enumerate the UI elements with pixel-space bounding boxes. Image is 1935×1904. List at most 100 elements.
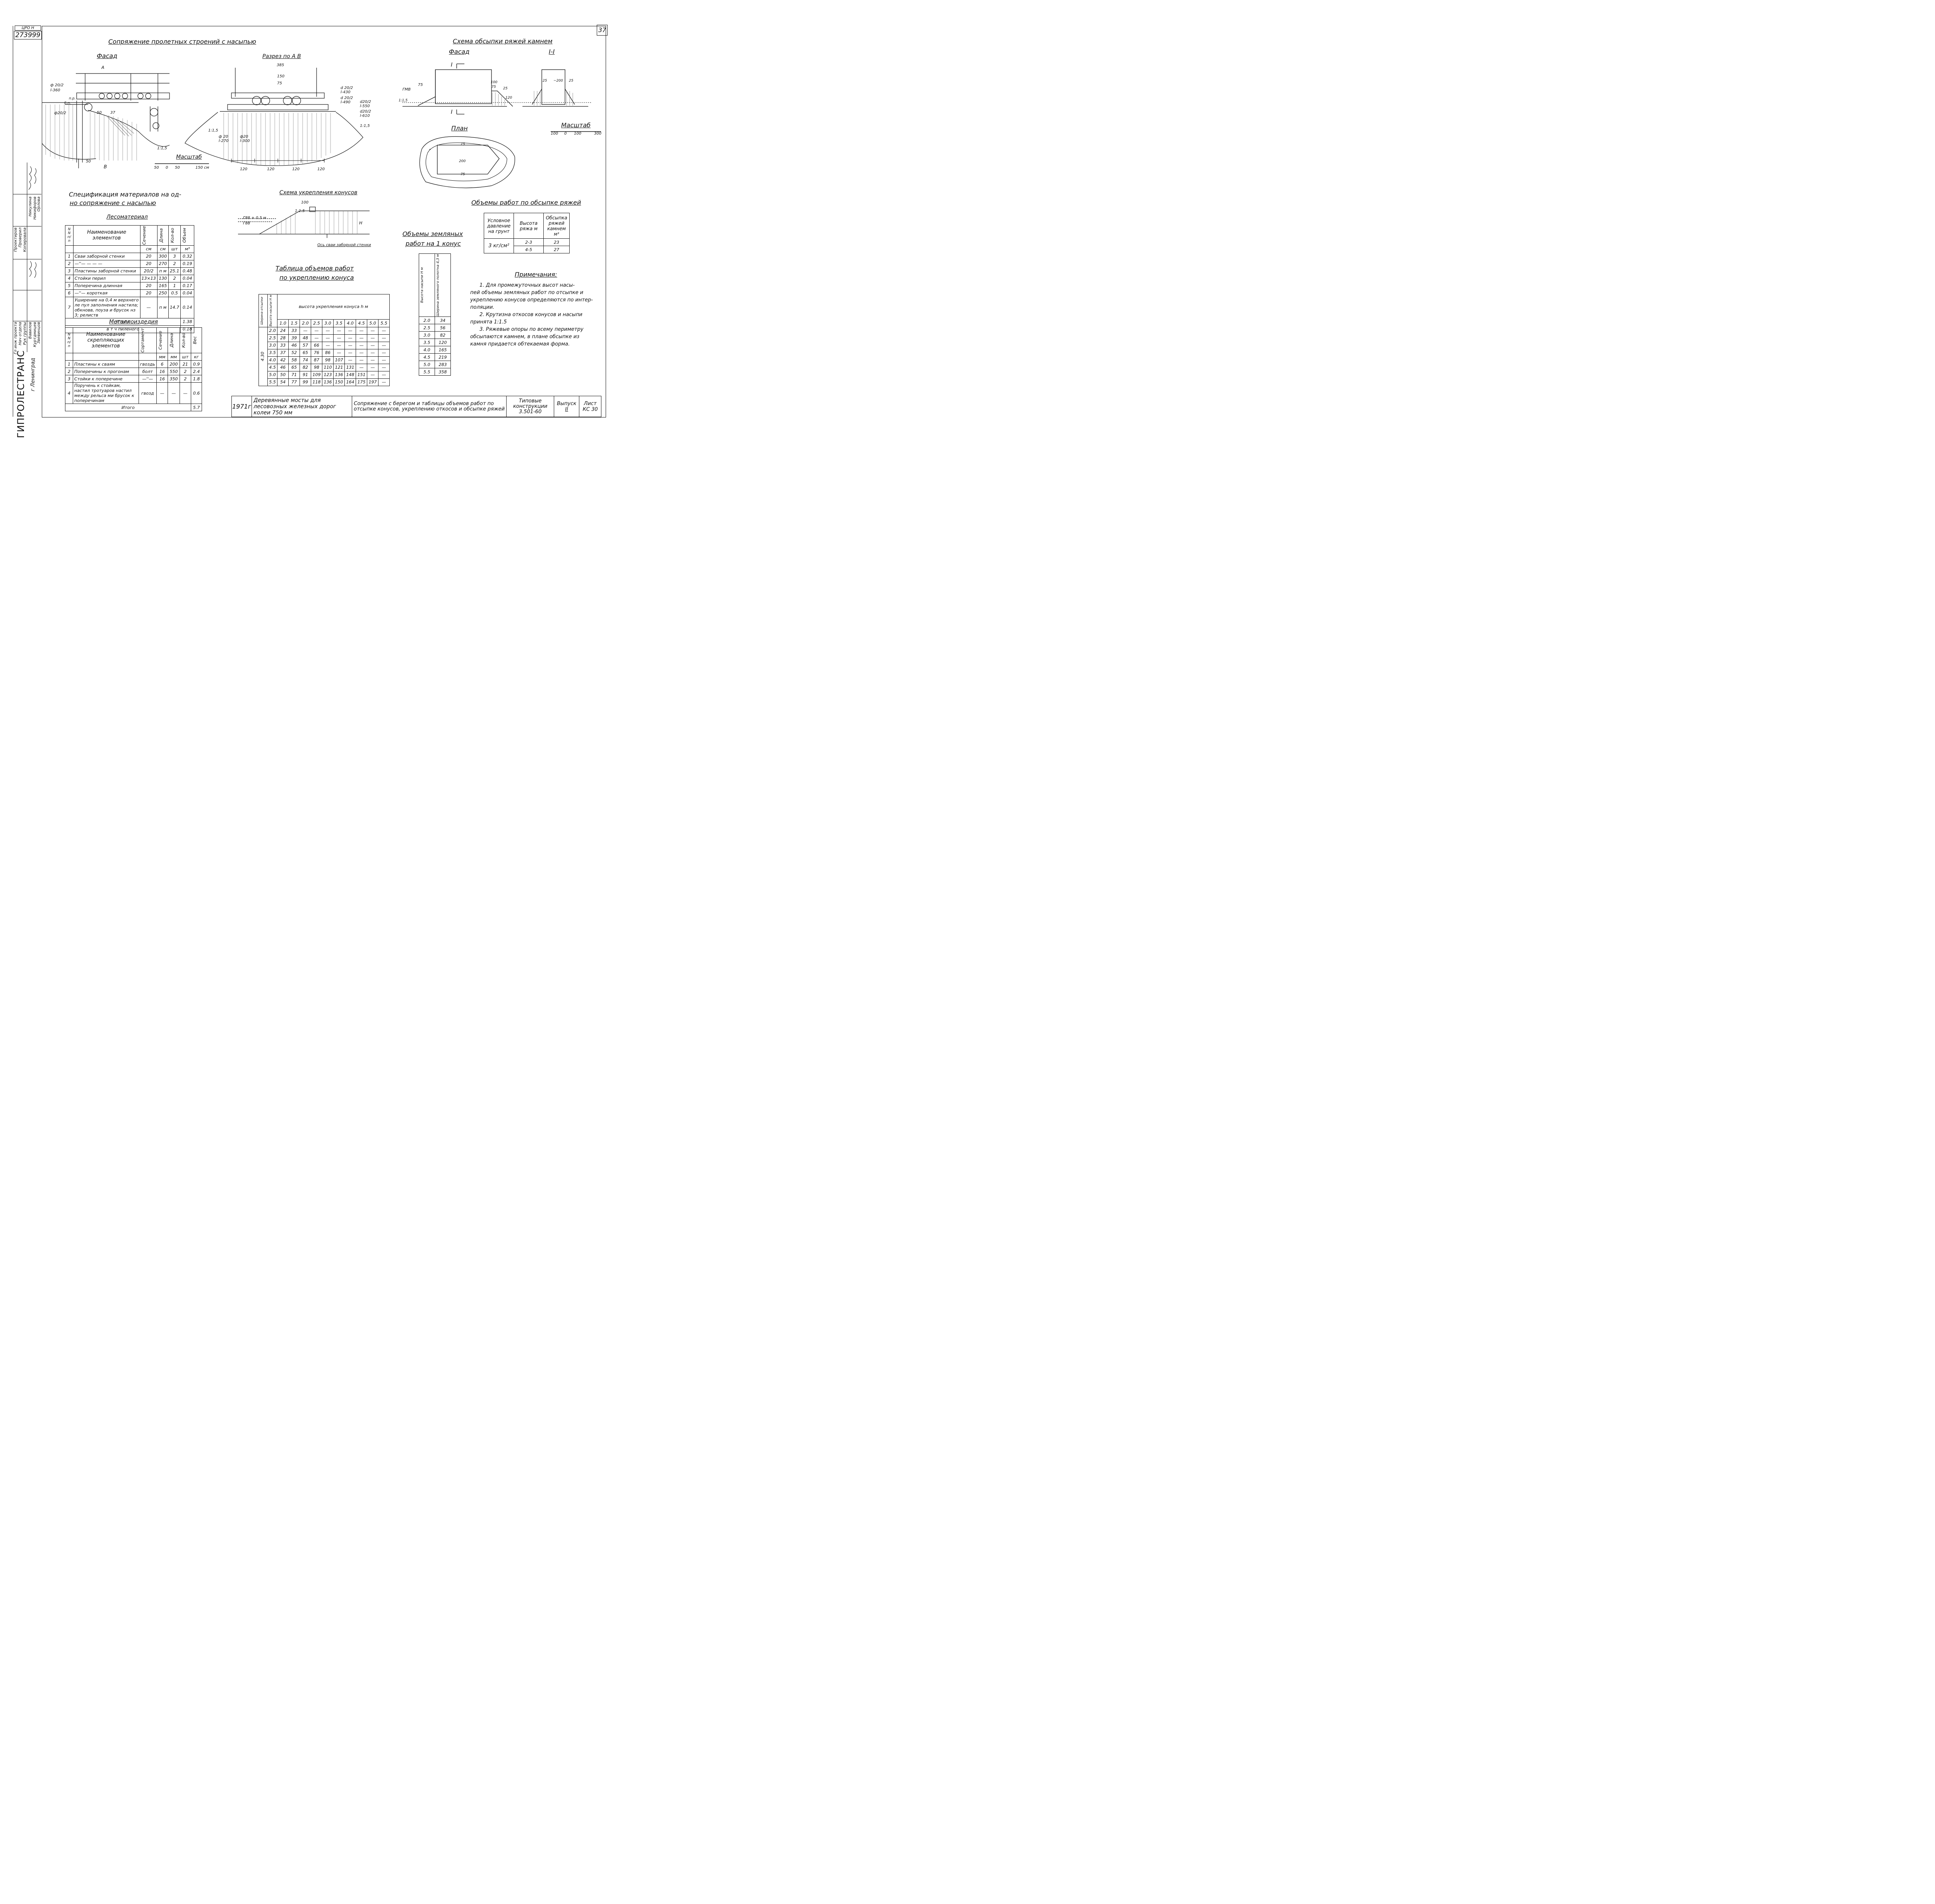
cone-mark-g88: Г88	[243, 221, 250, 226]
cone-col: 3.0	[322, 319, 334, 327]
facade-slope-hatch	[107, 116, 134, 137]
right-scale-label: Масштаб	[561, 121, 591, 129]
role-head: Нач отдела	[18, 322, 22, 346]
archive-label: ЦРО Н	[15, 26, 41, 31]
metal-table: N N п/п Наименование скрепляющих элемент…	[65, 327, 202, 412]
name-3: Звевинцов	[37, 322, 41, 344]
mark-bp: б.п.	[64, 101, 71, 105]
plan-drawing	[419, 136, 515, 188]
cut-mark-top: I	[451, 62, 453, 68]
role-copier: Копировала	[23, 228, 27, 252]
mark-slope-right: 1:1,5	[360, 124, 370, 128]
dim-120-3: 120	[292, 167, 300, 171]
rmark-gmv: ГМВ	[402, 87, 411, 92]
left-drawing	[42, 68, 363, 168]
section-label: Разрез по А В	[262, 53, 301, 60]
scale-left-t3: 50	[175, 166, 180, 170]
metal-total-label: Итого	[65, 404, 191, 412]
cone-table-title-2: по укреплению конуса	[279, 274, 354, 281]
dim-150: 150	[277, 74, 285, 79]
rmark-75b: 75	[491, 85, 496, 89]
org-name: ГИПРОЛЕСТРАНС	[15, 350, 26, 438]
role-chief: Гл инж проекта	[14, 322, 18, 354]
metal-title: Металлоиздедия	[109, 319, 158, 325]
scale-left-t4: 150 см	[195, 166, 209, 170]
rmark-120: 120	[505, 96, 512, 100]
cone-mark-H: H	[359, 221, 363, 226]
scale-right-t3: 100	[574, 132, 582, 136]
plan-label: План	[451, 125, 468, 132]
crib-title: Объемы работ по обсыпке ряжей	[471, 199, 581, 206]
scale-right-t1: 100	[551, 132, 558, 136]
cone-col: 1.5	[288, 319, 300, 327]
cone-table: Ширина отсыпки Высота насыпи Н м высота …	[259, 294, 390, 386]
sheet-number: 37	[597, 25, 608, 36]
dim-385: 385	[277, 63, 284, 67]
crib-table: Условное давление на грунт Высота ряжа м…	[484, 213, 570, 253]
cone-col: 5.0	[367, 319, 378, 327]
right-cut-label: I-I	[549, 48, 555, 55]
rmark-25-right: 25	[569, 79, 574, 83]
rmark-100: 100	[491, 80, 498, 84]
plan-mark-75-bottom: 75	[461, 173, 465, 176]
mark-f20-1: ф 20/2	[50, 83, 64, 87]
notes-body: 1. Для промежуточных высот насы- пей объ…	[470, 282, 593, 347]
earth-table: Высота насыпи Н м Ширина земляного полот…	[419, 253, 451, 376]
role-designer: Проектиров	[14, 228, 18, 252]
cone-title: Схема укрепления конусов	[279, 190, 358, 196]
mark-50: 50	[97, 111, 102, 115]
metal-total: 5.7	[190, 404, 202, 412]
dim-120-4: 120	[317, 167, 325, 171]
dim-120-1: 120	[240, 167, 248, 171]
plan-mark-75-top: 75	[461, 142, 465, 146]
right-drawing	[402, 63, 592, 115]
plan-mark-200: 200	[459, 159, 466, 163]
name-vavilov: Вавилов	[28, 322, 33, 339]
scale-right-t2: 0	[564, 132, 567, 136]
mark-A: А	[101, 65, 104, 70]
left-section-title: Сопряжение пролетных строений с насыпью	[108, 38, 256, 45]
mark-37: 37	[110, 111, 115, 115]
mark-B: В	[104, 164, 107, 169]
cone-mark-axis: Ось сваи заборной стенки	[317, 243, 371, 247]
cone-col: 2.5	[311, 319, 322, 327]
tb-sheet-title: Сопряжение с берегом и таблицы объемов р…	[352, 396, 507, 417]
notes-title: Примечания:	[515, 271, 557, 278]
rmark-25-left: 25	[543, 79, 547, 83]
cone-mark-100: 100	[301, 200, 309, 205]
timber-total: 1.38	[180, 318, 194, 326]
crib-pressure: 3 кг/см²	[484, 238, 514, 253]
facade-label: Фасад	[97, 52, 118, 60]
title-block: 1971г Деревянные мосты для лесовозных же…	[231, 396, 602, 417]
spec-title-1: Спецификация материалов на од-	[69, 191, 182, 198]
section-drawing	[185, 68, 363, 166]
role-checker: Проверил	[18, 228, 22, 248]
cut-mark-bottom: I	[451, 109, 453, 115]
earth-title-2: работ на 1 конус	[406, 240, 461, 247]
scale-label-left: Масштаб	[176, 154, 202, 160]
